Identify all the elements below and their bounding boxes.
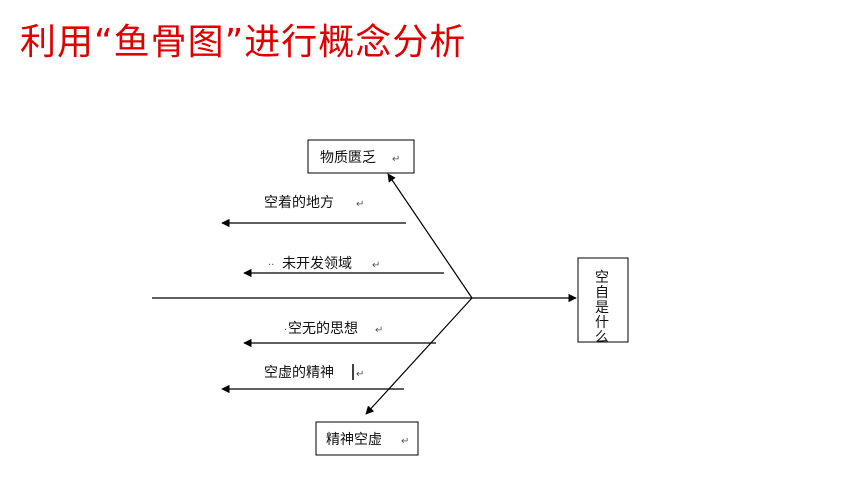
head-box-char: 么 [595, 330, 609, 346]
bone-label-4: 空虚的精神 [264, 365, 334, 381]
bottom-cause-box [315, 421, 419, 456]
bone-label-2: 未开发领域 [282, 256, 352, 272]
top-cause-box [307, 139, 415, 174]
paragraph-mark-icon: ↵ [356, 199, 364, 210]
diagonal-bone-upper [387, 173, 473, 299]
head-box-char: 什 [595, 315, 609, 331]
paragraph-mark-icon: ↵ [372, 260, 380, 271]
diagonal-bone-lower [365, 297, 473, 415]
bone-label-3: 空无的思想 [288, 321, 358, 337]
bone-label-3-dot: · [284, 325, 287, 336]
head-box-char: 是 [595, 300, 609, 316]
head-box-label: 空自是什么 [595, 270, 609, 346]
paragraph-mark-icon: ↵ [392, 154, 400, 165]
top-cause-label: 物质匮乏 [320, 150, 376, 166]
slide-title: 利用“鱼骨图”进行概念分析 [20, 22, 467, 63]
paragraph-mark-icon: ↵ [401, 436, 409, 447]
paragraph-mark-icon: ↵ [375, 325, 383, 336]
head-box-char: 自 [595, 285, 609, 301]
bone-label-2-dots: ·· [268, 260, 274, 271]
head-box-char: 空 [595, 270, 609, 286]
bottom-cause-label: 精神空虚 [326, 432, 382, 448]
bone-label-1: 空着的地方 [264, 195, 334, 211]
paragraph-mark-icon: ↵ [356, 369, 364, 380]
head-box [577, 257, 629, 343]
